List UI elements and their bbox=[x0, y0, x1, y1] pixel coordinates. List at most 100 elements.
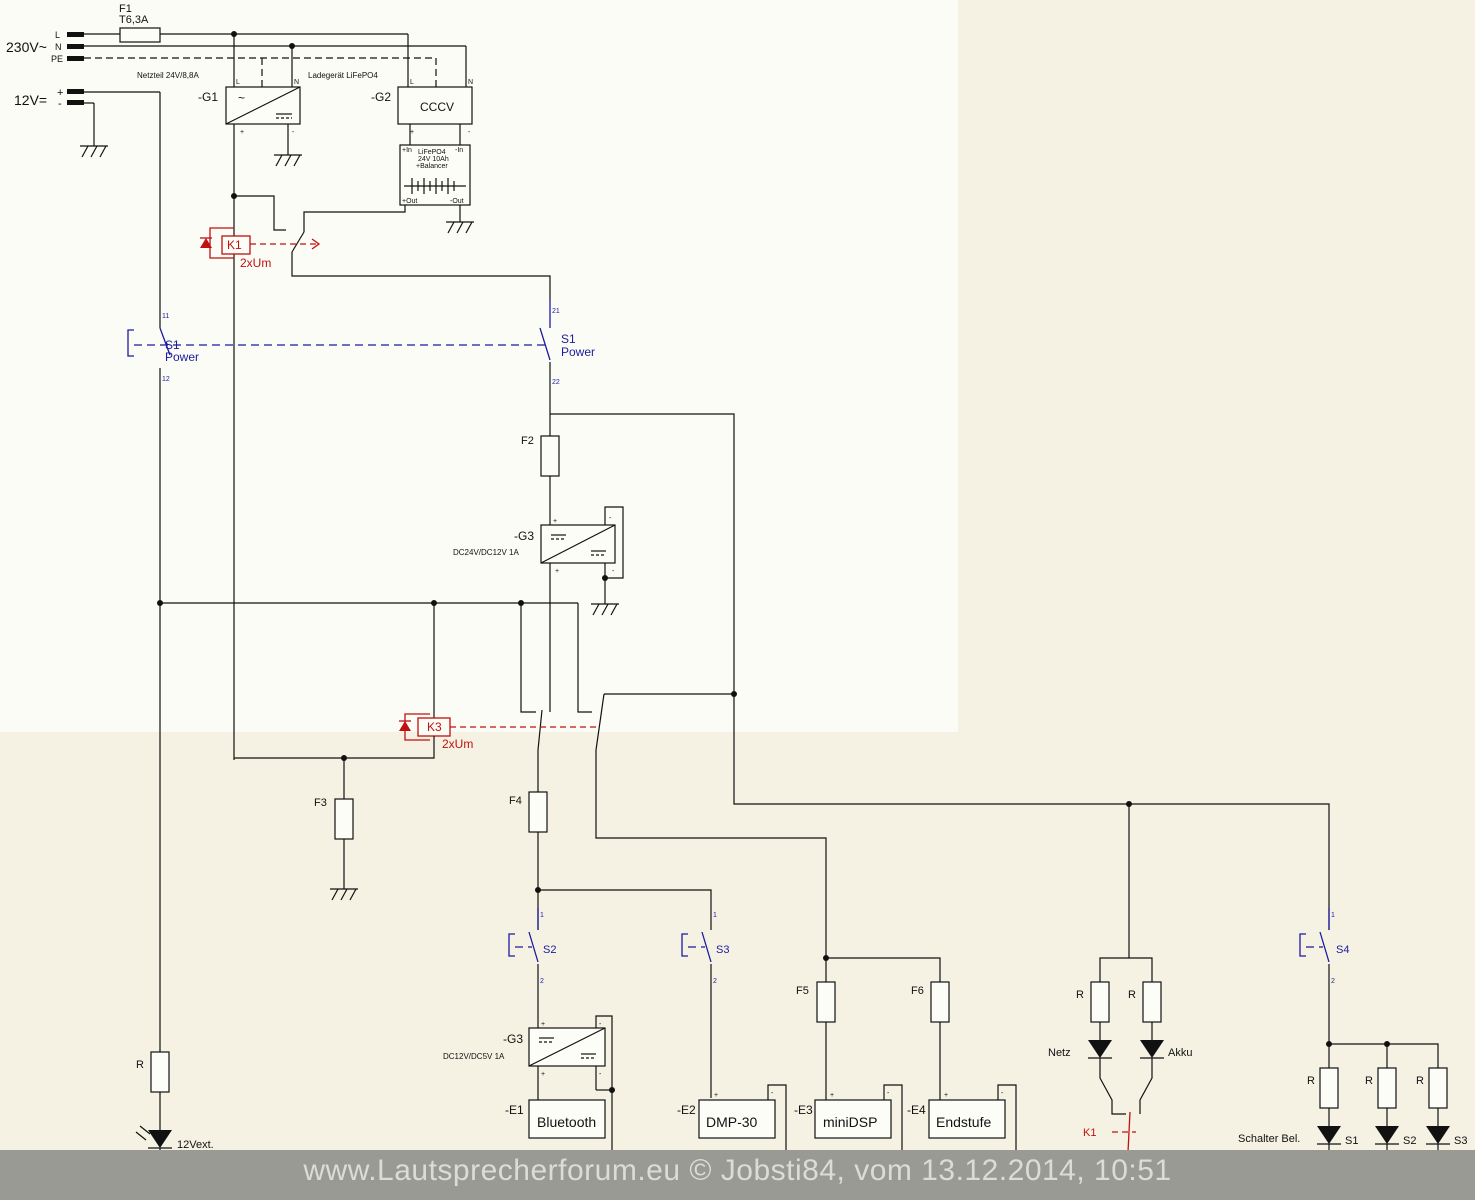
s1-label-b: Power bbox=[561, 345, 595, 359]
k1-type: 2xUm bbox=[240, 256, 271, 270]
g1-l: L bbox=[236, 79, 240, 86]
s1-name-b: S1 bbox=[561, 332, 576, 346]
n-label: N bbox=[55, 42, 62, 52]
schalter-bel-label: Schalter Bel. bbox=[1238, 1133, 1300, 1145]
e3-minus: - bbox=[887, 1090, 890, 1097]
f1-name: F1 bbox=[119, 3, 132, 15]
g3a-plus-out: + bbox=[555, 568, 559, 575]
netz-akku-leds: R R Netz Akku K1 bbox=[1048, 801, 1192, 1179]
g3b-minus-out: - bbox=[599, 1071, 602, 1078]
g1-n: N bbox=[294, 79, 299, 86]
k3-type: 2xUm bbox=[442, 737, 473, 751]
g1-plus: + bbox=[240, 129, 244, 136]
load-e1: Bluetooth -E1 bbox=[505, 1099, 606, 1139]
e4-minus: - bbox=[1001, 1090, 1004, 1097]
g3b-plus-in: + bbox=[541, 1021, 545, 1028]
s4-name: S4 bbox=[1336, 944, 1349, 956]
load-e3: miniDSP -E3 + - bbox=[794, 1084, 903, 1160]
s1-c11: 11 bbox=[162, 313, 169, 320]
lifepo4-battery: LiFePO4 24V 10Ah +Balancer +In -In +Out … bbox=[303, 144, 474, 234]
f2-label: F2 bbox=[521, 435, 534, 447]
load-e2: DMP-30 -E2 + - bbox=[677, 1084, 787, 1160]
g3a-plus-in: + bbox=[553, 518, 557, 525]
e2-plus: + bbox=[714, 1092, 718, 1099]
s1-c22: 22 bbox=[552, 379, 560, 386]
f6-label: F6 bbox=[911, 985, 924, 997]
g2-title: Ladegerät LiFePO4 bbox=[308, 71, 378, 80]
g2-cccv: CCCV bbox=[420, 100, 454, 114]
battery-line1: LiFePO4 bbox=[418, 149, 446, 156]
r-akku-label: R bbox=[1128, 989, 1136, 1001]
s3-name: S3 bbox=[716, 944, 729, 956]
dc-plus: + bbox=[57, 87, 63, 99]
fuse-f1 bbox=[119, 27, 161, 43]
battery-line3: +Balancer bbox=[416, 163, 448, 170]
battery-out-plus: +Out bbox=[402, 198, 417, 205]
s1-power-switch: 11 12 S1 Power 21 22 S1 Power bbox=[127, 92, 595, 1052]
r-s1-label: R bbox=[1307, 1075, 1315, 1087]
s2-c1: 1 bbox=[540, 912, 544, 919]
s1-c21: 21 bbox=[552, 308, 560, 315]
battery-line2: 24V 10Ah bbox=[418, 156, 449, 163]
f4-branch: F4 bbox=[509, 750, 712, 930]
s3-switch: 1 2 S3 bbox=[681, 912, 729, 1098]
led-s1-label: S1 bbox=[1345, 1135, 1358, 1147]
g1-power-supply: Netzteil 24V/8,8A -G1 L N ~ + - bbox=[137, 34, 302, 760]
f5-label: F5 bbox=[796, 985, 809, 997]
e4-plus: + bbox=[944, 1092, 948, 1099]
g3b-minus-in: - bbox=[599, 1021, 602, 1028]
led-netz-label: Netz bbox=[1048, 1047, 1071, 1059]
watermark-text: www.Lautsprecherforum.eu © Jobsti84, vom… bbox=[303, 1154, 1172, 1187]
g1-ac-symbol: ~ bbox=[238, 91, 245, 105]
battery-out-minus: -Out bbox=[450, 198, 464, 205]
f3-branch: F3 bbox=[314, 758, 358, 901]
switch-illumination-leds: R R R Schalter Bel. S1 S2 S3 bbox=[1238, 1041, 1467, 1179]
g3a-minus-out: - bbox=[612, 568, 615, 575]
g1-minus: - bbox=[292, 129, 295, 136]
mains-label: 230V~ bbox=[6, 39, 47, 55]
r-ext-label: R bbox=[136, 1059, 144, 1071]
pe-label: PE bbox=[51, 54, 63, 64]
g3b-plus-out: + bbox=[541, 1071, 545, 1078]
g3b-id: -G3 bbox=[503, 1032, 523, 1046]
g3a-minus-in: - bbox=[609, 515, 612, 522]
g3a-id: -G3 bbox=[514, 529, 534, 543]
led-akku-label: Akku bbox=[1168, 1047, 1192, 1059]
r-s2-label: R bbox=[1365, 1075, 1373, 1087]
g3a-title: DC24V/DC12V 1A bbox=[453, 548, 519, 557]
g2-n: N bbox=[468, 79, 473, 86]
watermark-bar bbox=[0, 1150, 1475, 1200]
s1-c12: 12 bbox=[162, 376, 170, 383]
g3b-title: DC12V/DC5V 1A bbox=[443, 1052, 505, 1061]
dc-minus: - bbox=[58, 98, 62, 110]
s3-c1: 1 bbox=[713, 912, 717, 919]
led-ext-label: 12Vext. bbox=[177, 1139, 214, 1151]
s1-label-a: Power bbox=[165, 350, 199, 364]
e1-id: -E1 bbox=[505, 1103, 524, 1117]
dc-supply-12v: 12V= + - bbox=[14, 87, 160, 158]
k3-relay-and-bus: K3 2xUm bbox=[157, 600, 737, 761]
s3-c2: 2 bbox=[713, 978, 717, 985]
g2-l: L bbox=[410, 79, 414, 86]
r-netz-label: R bbox=[1076, 989, 1084, 1001]
g1-id: -G1 bbox=[198, 90, 218, 104]
g2-id: -G2 bbox=[371, 90, 391, 104]
s1-name-a: S1 bbox=[165, 338, 180, 352]
g2-plus: + bbox=[410, 129, 414, 136]
f3-label: F3 bbox=[314, 797, 327, 809]
e3-plus: + bbox=[830, 1092, 834, 1099]
s2-switch: 1 2 S2 bbox=[508, 908, 556, 1028]
s2-c2: 2 bbox=[540, 978, 544, 985]
battery-in-plus: +In bbox=[402, 147, 412, 154]
l-label: L bbox=[55, 30, 60, 40]
s2-name: S2 bbox=[543, 944, 556, 956]
led-s2-label: S2 bbox=[1403, 1135, 1416, 1147]
s4-switch: 1 2 S4 bbox=[1299, 908, 1349, 1044]
e3-label: miniDSP bbox=[823, 1114, 877, 1130]
k1-name: K1 bbox=[227, 238, 242, 252]
led-s3-label: S3 bbox=[1454, 1135, 1467, 1147]
load-e4: Endstufe -E4 + - bbox=[907, 1084, 1017, 1160]
f1-rating: T6,3A bbox=[119, 14, 149, 26]
g1-title: Netzteil 24V/8,8A bbox=[137, 71, 199, 80]
